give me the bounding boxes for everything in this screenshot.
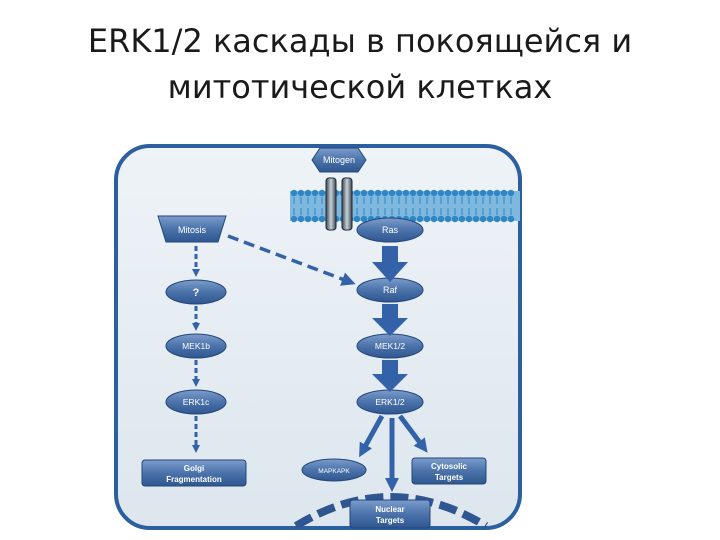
nuclear-envelope: [293, 493, 489, 530]
nuclear-label-line-2: Targets: [376, 516, 405, 525]
golgi-fragmentation-node: Golgi Fragmentation: [141, 459, 247, 487]
mitosis-label: Mitosis: [178, 225, 207, 235]
mek12-label: MEK1/2: [375, 341, 406, 351]
mitogen-node: Mitogen: [311, 147, 367, 173]
unknown-label: ?: [193, 287, 200, 299]
mitosis-to-raf-arrow: [227, 234, 356, 286]
unknown-node: ?: [165, 279, 227, 305]
raf-label: Raf: [383, 285, 398, 295]
mapkapk-label: MAPKAPK: [318, 468, 350, 475]
slide-title: ERK1/2 каскады в покоящейся и митотическ…: [0, 18, 720, 110]
mek12-node: MEK1/2: [356, 333, 424, 359]
title-line-1: ERK1/2 каскады в покоящейся и: [87, 22, 633, 60]
ras-node: Ras: [356, 217, 424, 243]
nuclear-targets-node: Nuclear Targets: [349, 499, 431, 529]
mitogen-label: Mitogen: [323, 155, 355, 165]
golgi-label-line-1: Golgi: [184, 464, 204, 473]
ras-label: Ras: [382, 225, 399, 235]
mek1b-label: MEK1b: [182, 341, 210, 351]
golgi-label-line-2: Fragmentation: [166, 475, 222, 484]
cytosolic-targets-node: Cytosolic Targets: [411, 457, 487, 485]
right-pathway-block-arrows: [372, 246, 408, 392]
mitosis-node: Mitosis: [157, 215, 227, 243]
title-line-2: митотической клетках: [167, 68, 553, 106]
erk1c-node: ERK1c: [165, 389, 227, 415]
cytosolic-label-line-1: Cytosolic: [431, 462, 468, 471]
erk12-label: ERK1/2: [375, 397, 405, 407]
erk12-node: ERK1/2: [356, 389, 424, 415]
cell-membrane: [290, 189, 520, 223]
nuclear-label-line-1: Nuclear: [375, 505, 404, 514]
cytosolic-label-line-2: Targets: [435, 473, 464, 482]
mek1b-node: MEK1b: [165, 333, 227, 359]
receptor-icon: [325, 177, 353, 231]
erk1c-label: ERK1c: [183, 397, 210, 407]
mapkapk-node: MAPKAPK: [301, 458, 367, 482]
erk-branch-arrows: [359, 414, 428, 492]
